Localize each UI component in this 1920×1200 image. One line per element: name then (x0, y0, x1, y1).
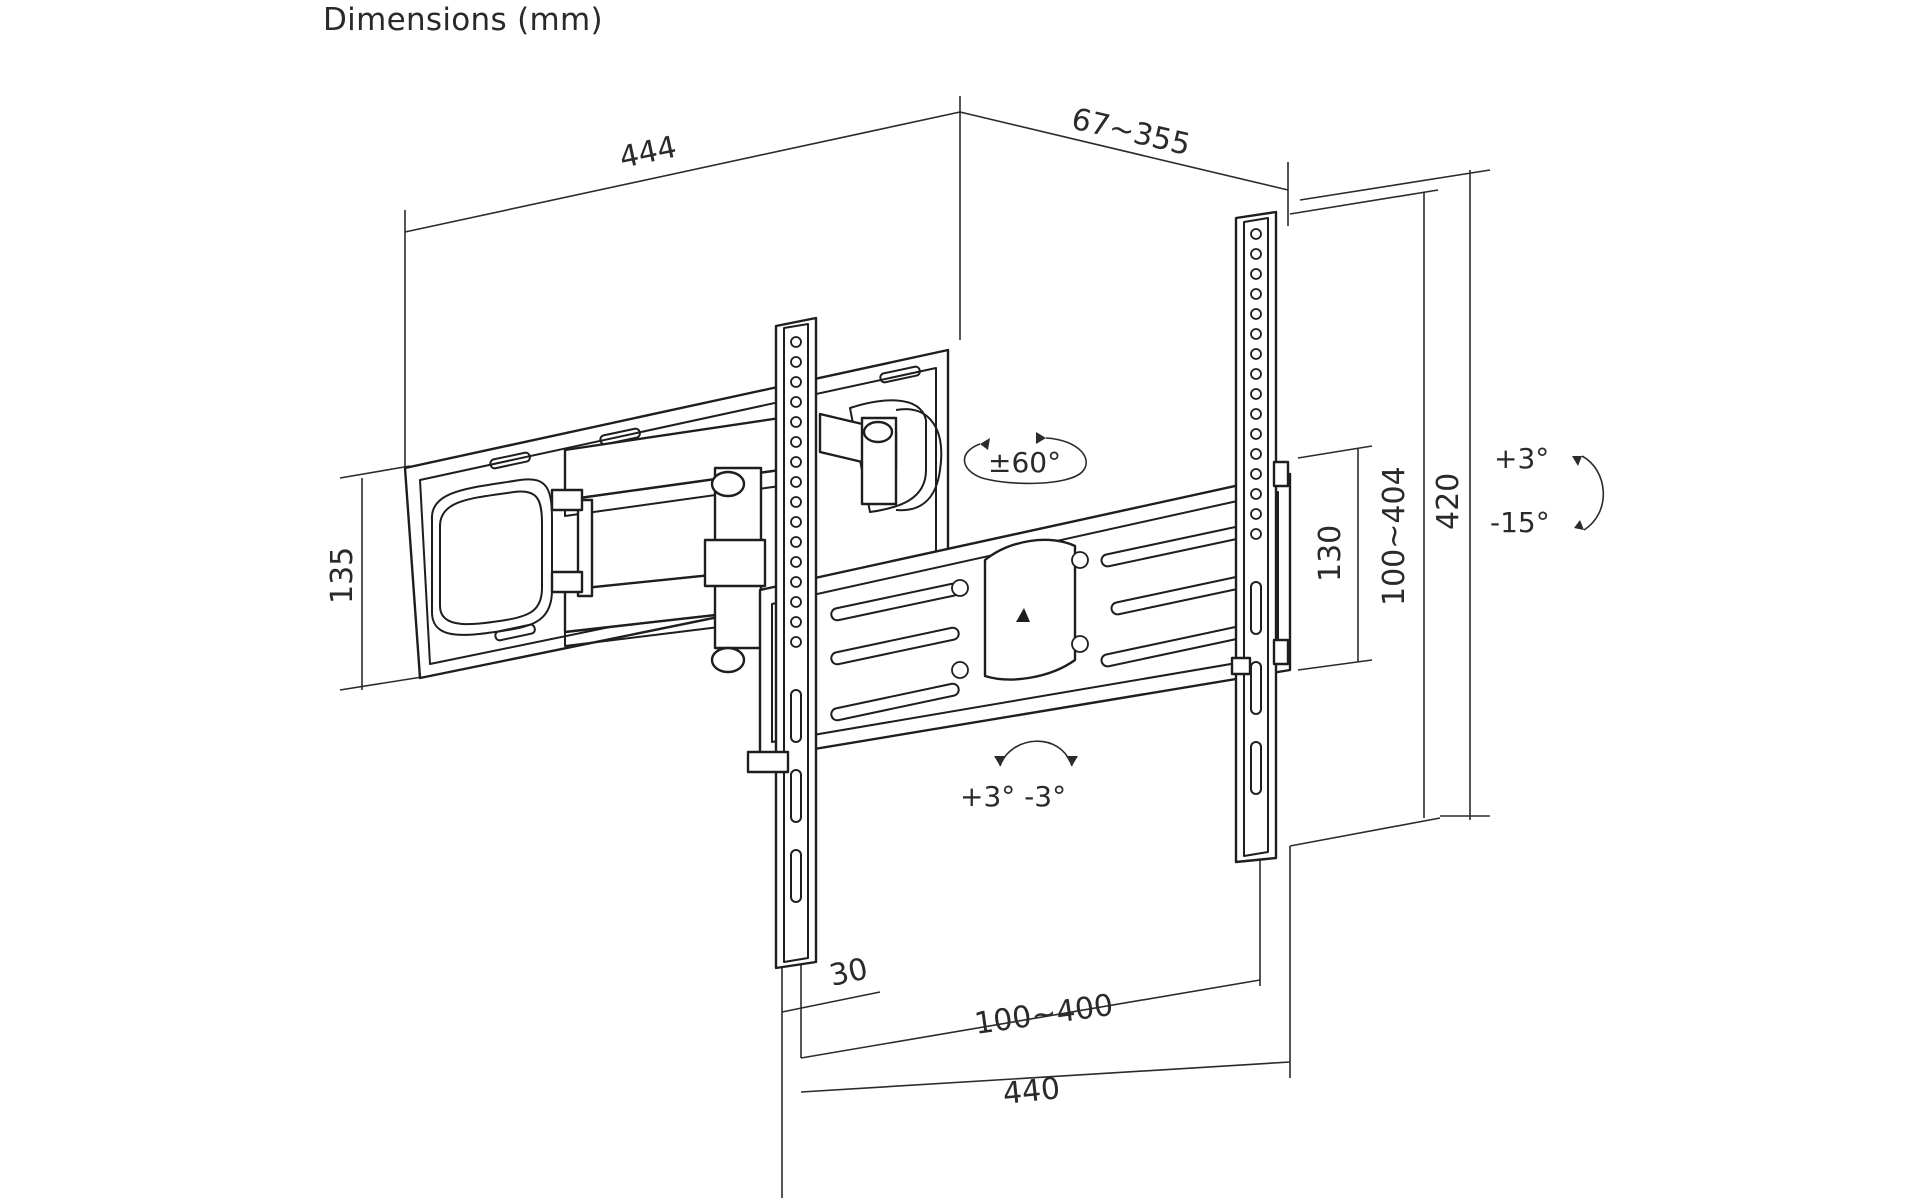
level-arrow-icon (999, 740, 1073, 767)
tilt-arrow-icon (1581, 455, 1605, 531)
swivel-arrow-icon (963, 437, 1088, 485)
left-vertical-bracket (746, 316, 818, 970)
angle-tilt-down: -15° (1490, 506, 1550, 539)
dim-mid-bracket-height: 130 (1313, 525, 1348, 582)
angle-level: +3° -3° (960, 780, 1066, 813)
dim-total-height: 420 (1431, 473, 1466, 530)
angle-tilt-up: +3° (1494, 442, 1549, 475)
bracket-holes-left (790, 336, 802, 648)
bracket-holes-right (1250, 228, 1262, 540)
tv-crossbar (758, 472, 1292, 760)
rotation-arrows (963, 432, 1605, 767)
page-title: Dimensions (mm) (323, 2, 603, 38)
dim-vesa-horizontal: 100~400 (972, 988, 1115, 1042)
dim-vesa-vertical: 100~404 (1377, 466, 1412, 606)
angle-swivel: ±60° (988, 446, 1061, 479)
dim-total-width: 440 (1001, 1071, 1062, 1112)
dim-wall-plate-width: 444 (616, 130, 679, 176)
dim-arm-extension: 67~355 (1068, 102, 1193, 163)
dim-wall-plate-height: 135 (325, 547, 360, 604)
dim-bracket-spacing: 30 (826, 952, 871, 994)
right-vertical-bracket (1230, 210, 1290, 864)
